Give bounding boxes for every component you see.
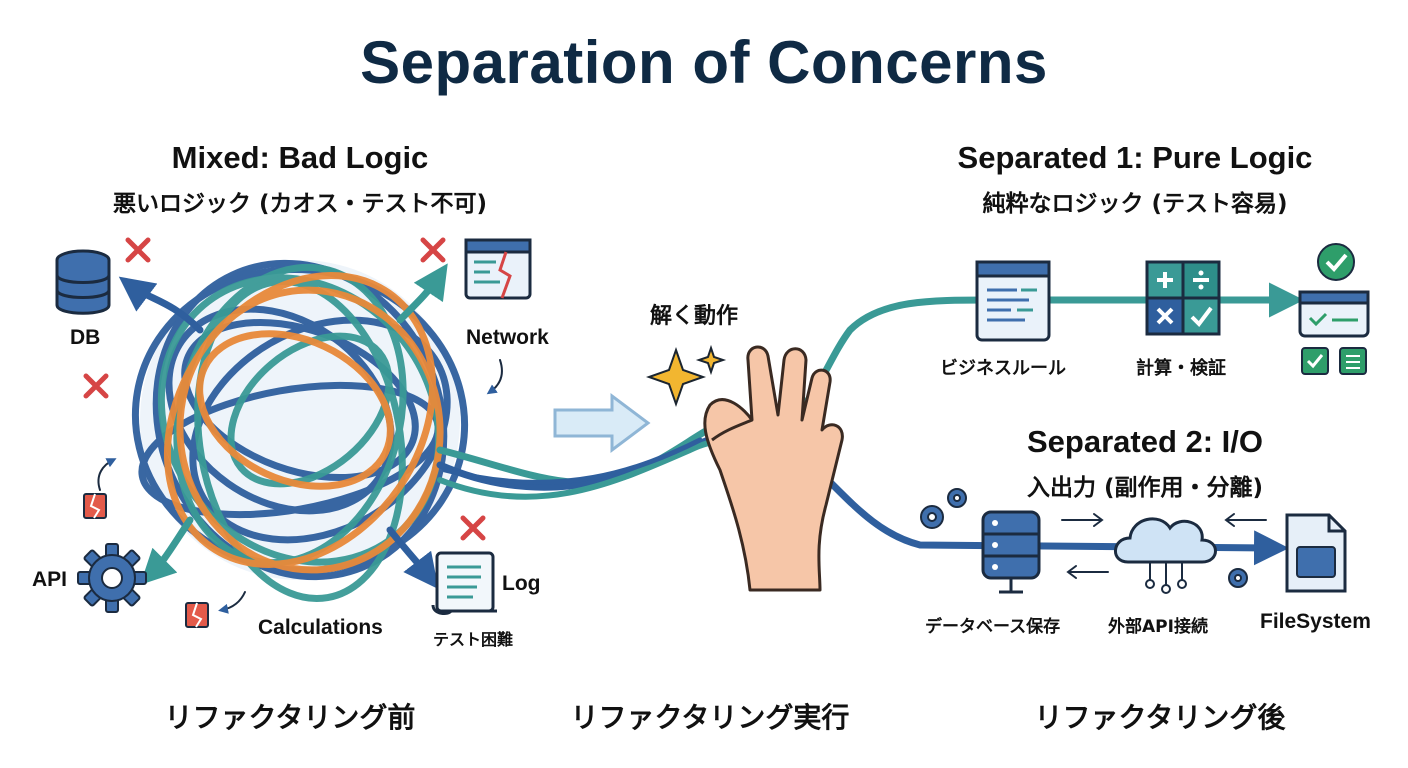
gear-icon: [920, 488, 1248, 588]
label-test-hard: テスト困難: [433, 630, 514, 649]
hand-icon: [703, 345, 844, 592]
cross-icon: [83, 237, 486, 541]
stage-during: リファクタリング実行: [570, 701, 850, 734]
arrow-icon: [553, 393, 651, 453]
page-title: Separation of Concerns: [360, 29, 1048, 96]
database-icon: [55, 249, 111, 315]
io-subheading: 入出力 (副作用・分離): [1026, 475, 1264, 501]
code-window-icon: [464, 238, 532, 300]
pure-subheading: 純粋なロジック (テスト容易): [982, 191, 1288, 217]
stage-after: リファクタリング後: [1034, 701, 1286, 734]
folder-file-icon: [1285, 513, 1347, 593]
stage-before: リファクタリング前: [164, 701, 416, 734]
mixed-heading: Mixed: Bad Logic: [171, 140, 429, 175]
pure-heading: Separated 1: Pure Logic: [957, 140, 1313, 175]
label-unravel-action: 解く動作: [650, 304, 739, 329]
log-scroll-icon: [431, 551, 497, 615]
calculator-icon: [1145, 260, 1221, 336]
mixed-subheading: 悪いロジック (カオス・テスト不可): [112, 191, 488, 217]
label-business-rules: ビジネスルール: [940, 358, 1066, 379]
broken-file-icon: [83, 493, 209, 628]
cloud-icon: [1114, 517, 1217, 594]
label-db: DB: [70, 326, 101, 349]
io-heading: Separated 2: I/O: [1026, 424, 1264, 459]
label-db-save: データベース保存: [925, 617, 1061, 637]
database-icon: [981, 510, 1041, 594]
label-calc-validate: 計算・検証: [1136, 358, 1226, 379]
tangled-code-ball: [118, 259, 469, 603]
check-badge-icon: [1298, 243, 1370, 375]
sparkle-icon: [645, 344, 727, 408]
label-external-api: 外部API接続: [1108, 617, 1208, 637]
label-api: API: [32, 568, 68, 591]
label-log: Log: [502, 572, 541, 595]
label-filesystem: FileSystem: [1260, 610, 1371, 633]
gear-icon: [77, 543, 147, 613]
label-network: Network: [466, 326, 549, 349]
code-window-icon: [975, 260, 1051, 342]
label-calculations: Calculations: [258, 616, 383, 639]
